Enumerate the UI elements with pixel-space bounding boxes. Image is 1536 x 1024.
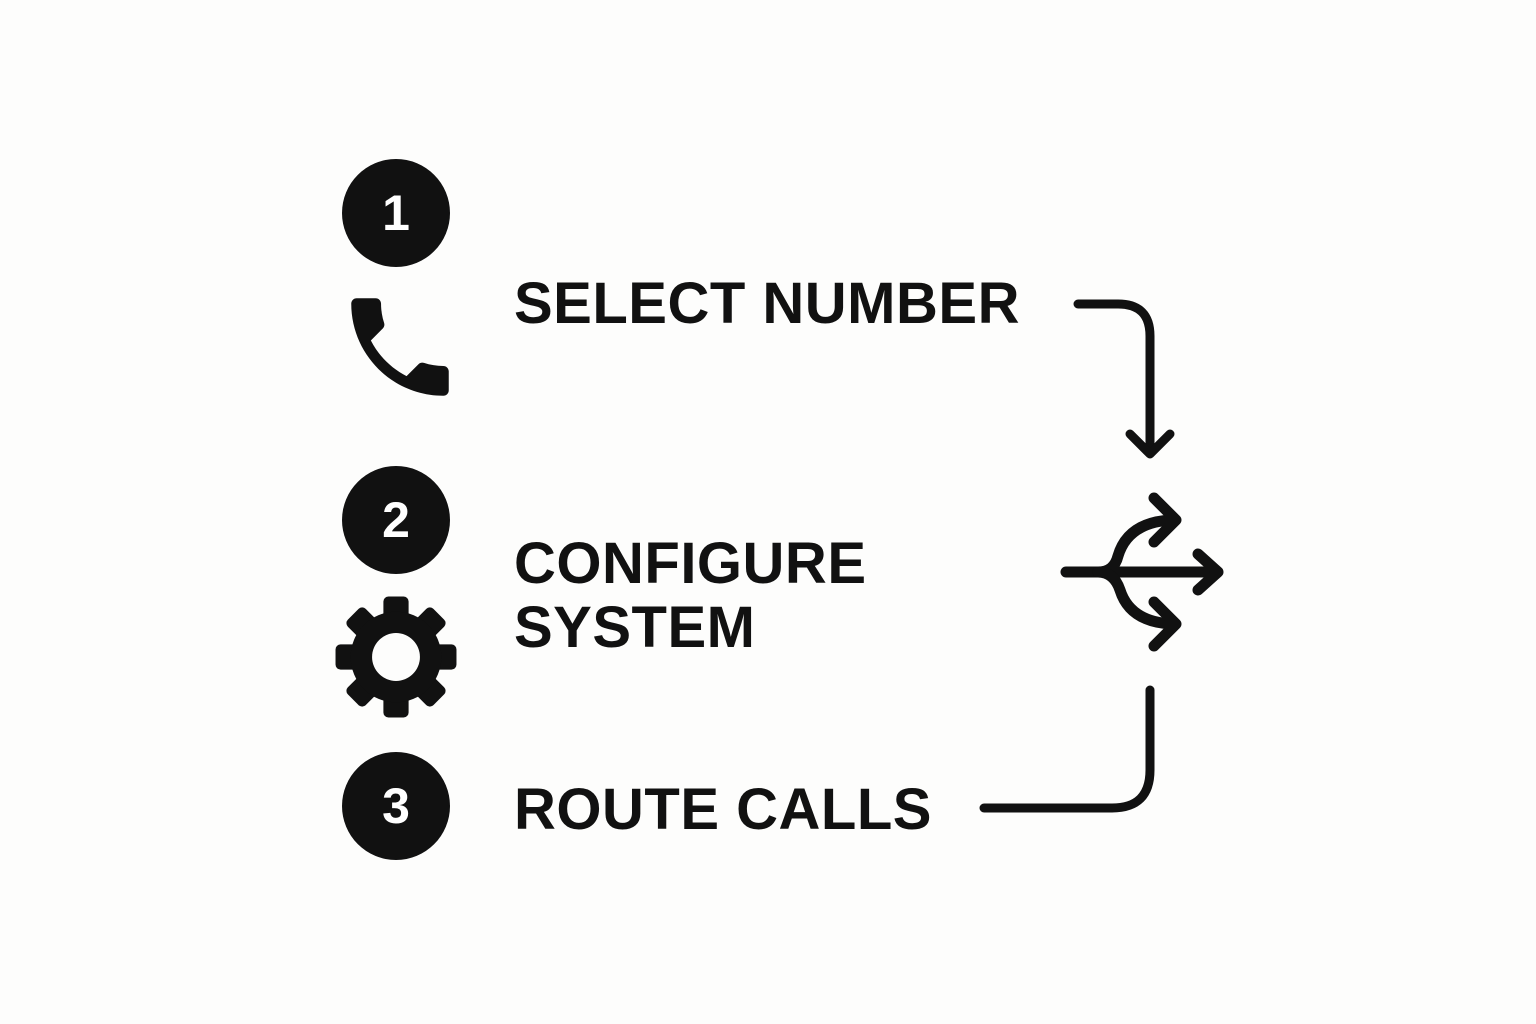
step-1-label-line-1: SELECT NUMBER — [514, 271, 1020, 336]
step-2-number: 2 — [382, 492, 410, 548]
step-1-number: 1 — [382, 185, 410, 241]
step-2-label: CONFIGURE SYSTEM — [514, 532, 867, 660]
phone-icon — [351, 298, 449, 396]
step-3-number: 3 — [382, 778, 410, 834]
split-arrows-icon — [1060, 492, 1224, 652]
step-3-label: ROUTE CALLS — [514, 778, 932, 842]
step-3-badge: 3 — [342, 752, 450, 860]
step-2-badge: 2 — [342, 466, 450, 574]
step-3-label-line-1: ROUTE CALLS — [514, 777, 932, 842]
gear-icon — [335, 596, 457, 718]
step-1-badge: 1 — [342, 159, 450, 267]
step-2-label-line-2: SYSTEM — [514, 595, 756, 660]
connector-bottom — [979, 685, 1155, 813]
step-2-label-line-1: CONFIGURE — [514, 531, 867, 596]
connector-top — [1073, 299, 1155, 455]
step-1-label: SELECT NUMBER — [514, 272, 1020, 336]
connector-top-arrowhead — [1125, 429, 1175, 459]
